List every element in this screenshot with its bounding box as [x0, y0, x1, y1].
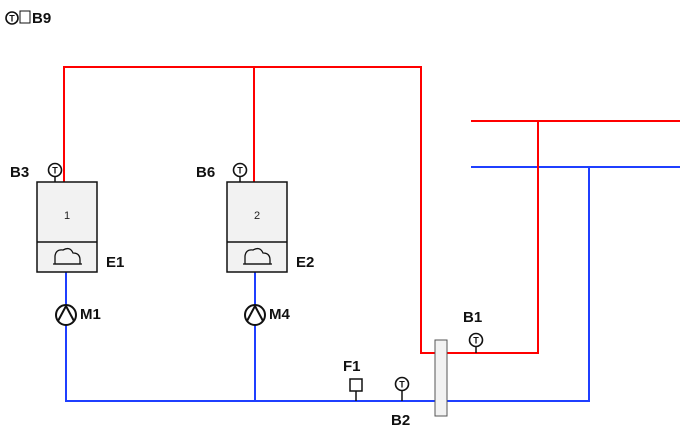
filter-f1: F1 — [343, 358, 363, 401]
sensor-b6-symbol: T — [237, 166, 243, 176]
filter-f1-label: F1 — [343, 358, 361, 375]
boiler-e1-burner-icon — [54, 247, 81, 265]
boiler-e2-label: E2 — [296, 254, 314, 271]
sensor-b3-thermometer-icon — [47, 162, 63, 178]
sensor-b1-symbol: T — [473, 336, 479, 346]
boiler-e1-label: E1 — [106, 254, 124, 271]
sensor-b1-thermometer-icon — [468, 332, 484, 348]
sensor-b6-thermometer-icon — [232, 162, 248, 178]
flow-pipes — [63, 66, 680, 354]
hydraulic-separator — [434, 339, 448, 417]
sensor-b3: T B3 — [10, 162, 63, 182]
boiler-e1-number: 1 — [64, 210, 70, 222]
sensor-b2-symbol: T — [399, 380, 405, 390]
pump-m1-label: M1 — [80, 306, 101, 323]
return-pipes — [65, 166, 680, 402]
legend-label: B9 — [32, 10, 51, 27]
pump-m4: M4 — [244, 303, 290, 326]
boiler-e2-burner-icon — [244, 247, 271, 265]
filter-f1-box-icon — [349, 378, 363, 392]
pump-m4-label: M4 — [269, 306, 290, 323]
legend-thermometer-icon — [5, 11, 19, 25]
pump-m1: M1 — [55, 303, 101, 326]
sensor-b3-label: B3 — [10, 164, 29, 181]
pump-m4-arrow — [246, 303, 264, 322]
sensor-b1-label: B1 — [463, 309, 482, 326]
boiler-e2-body — [226, 181, 288, 273]
legend: T B9 — [5, 10, 51, 27]
boiler-e2: 2 — [226, 181, 288, 273]
sensor-b6: T B6 — [196, 162, 248, 182]
boiler-e1-body — [36, 181, 98, 273]
sensor-b2: T B2 — [391, 376, 410, 429]
boiler-e1: 1 — [36, 181, 98, 273]
legend-thermometer-symbol: T — [9, 14, 15, 24]
sensor-b2-label: B2 — [391, 412, 410, 429]
boiler-e2-number: 2 — [254, 210, 260, 222]
flow-main-pipe — [63, 66, 539, 354]
sensor-b3-symbol: T — [52, 166, 58, 176]
legend-box-icon — [19, 10, 31, 24]
pump-m1-arrow — [57, 303, 75, 322]
sensor-b2-thermometer-icon — [394, 376, 410, 392]
sensor-b1: T B1 — [463, 309, 484, 353]
sensor-b6-label: B6 — [196, 164, 215, 181]
return-main-pipe — [65, 167, 590, 402]
